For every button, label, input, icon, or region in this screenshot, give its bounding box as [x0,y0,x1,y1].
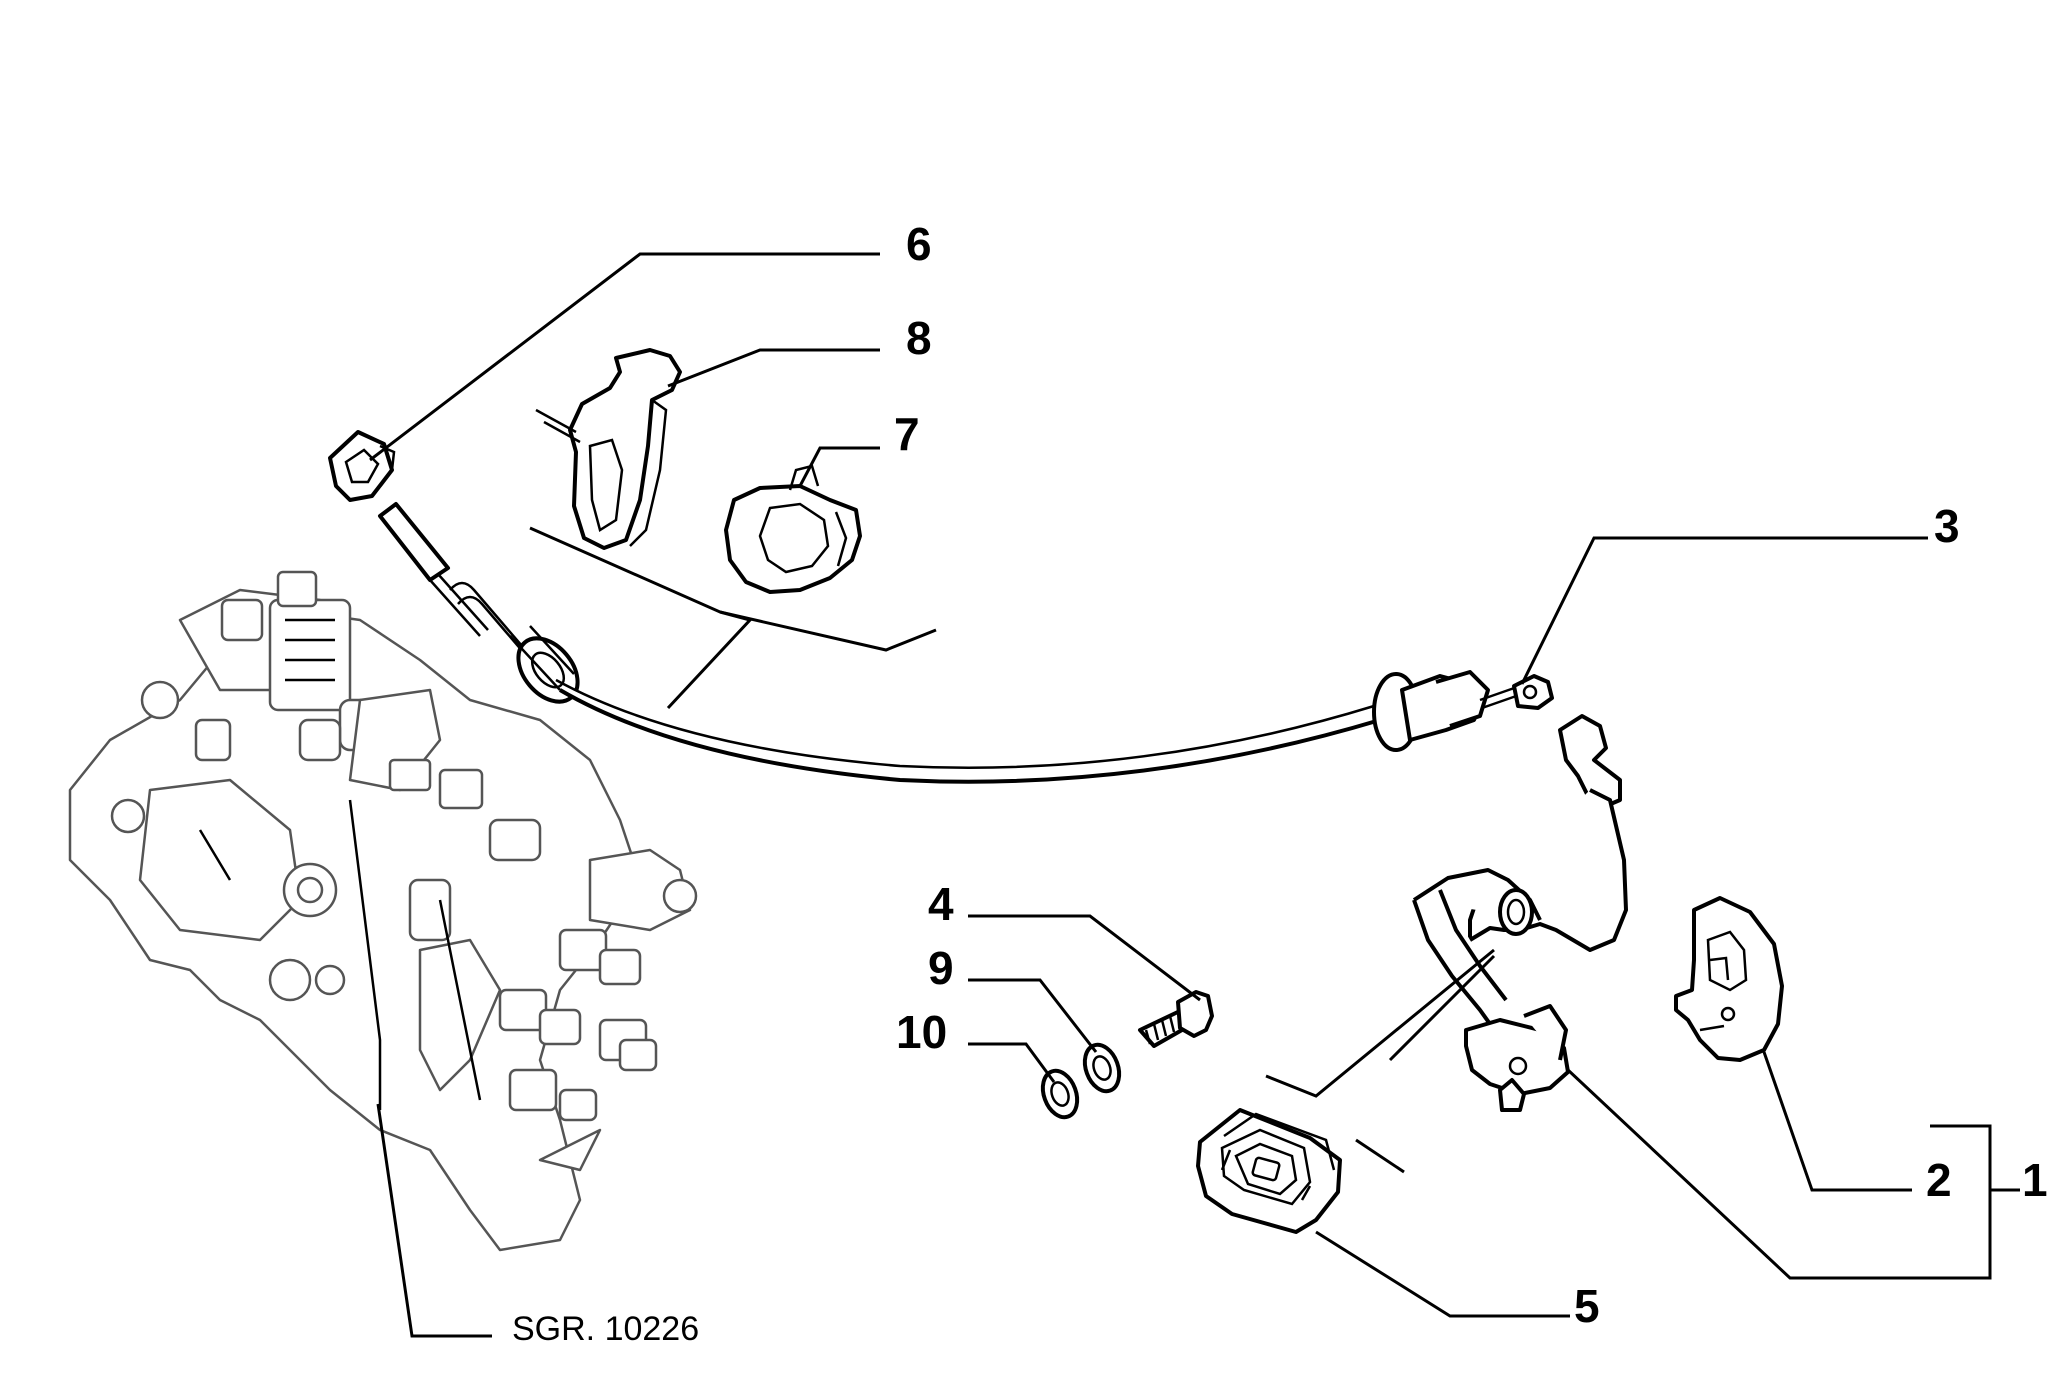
part-4-bolt [1138,990,1214,1048]
assembly-group-lines [529,526,1496,1174]
part-9-washer [1082,1042,1122,1094]
part-6-cable-clip [328,430,396,502]
injection-pump-drawing [68,570,698,1252]
callout-5: 5 [1574,1280,1600,1332]
callout-3: 3 [1934,500,1960,552]
part-5-pedal-pad [1196,1108,1342,1234]
callout-2: 2 [1926,1154,1952,1206]
part-2-bracket [1674,896,1784,1062]
leader-lines [369,252,2020,1338]
callout-9: 9 [928,942,954,994]
callout-7: 7 [894,408,920,460]
part-10-washer [1040,1068,1080,1120]
drawing-reference: SGR. 10226 [512,1310,699,1348]
part-7-cable-clamp [724,464,862,594]
callout-8: 8 [906,312,932,364]
callout-10: 10 [896,1006,947,1058]
part-8-cable-bracket [535,348,682,550]
callout-4: 4 [928,878,954,930]
clutch-pedal-lever [1412,714,1628,1112]
callout-6: 6 [906,218,932,270]
callout-labels: 6 8 7 3 4 9 10 5 2 1 SGR. 10226 [512,218,2048,1348]
clutch-cable [378,502,1554,784]
callout-1: 1 [2022,1154,2048,1206]
